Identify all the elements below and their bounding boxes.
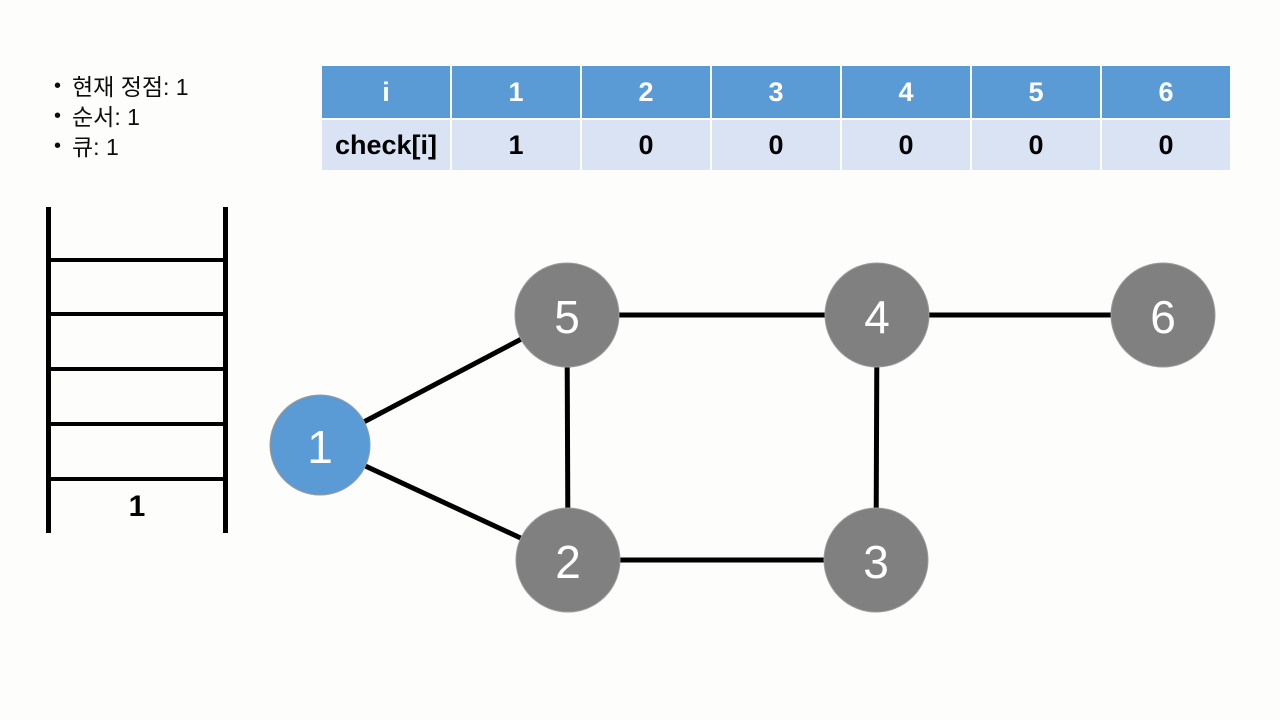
graph-node-circle-2[interactable] — [515, 507, 621, 613]
graph-node-label-2: 2 — [555, 536, 581, 588]
graph-node-circle-3[interactable] — [823, 507, 929, 613]
graph-edge-5-2 — [564, 363, 571, 512]
graph-node-1[interactable]: 1 — [269, 394, 371, 496]
status-item-current-vertex: 현재 정점: 1 — [54, 71, 189, 102]
status-list: 현재 정점: 1 순서: 1 큐: 1 — [54, 71, 189, 162]
graph-node-5[interactable]: 5 — [514, 262, 620, 368]
table-header-cell-4: 4 — [840, 64, 972, 120]
graph-node-2[interactable]: 2 — [515, 507, 621, 613]
queue-divider-3 — [46, 367, 228, 371]
graph-edge-layer — [360, 312, 1114, 563]
graph-node-circle-1[interactable] — [269, 394, 371, 496]
graph-node-label-6: 6 — [1150, 291, 1176, 343]
status-item-order: 순서: 1 — [54, 101, 189, 132]
status-item-label: 순서: 1 — [72, 104, 140, 130]
graph-node-6[interactable]: 6 — [1110, 262, 1216, 368]
graph-edge-1-2 — [361, 462, 525, 542]
graph-node-layer: 1 2 3 4 5 6 — [269, 262, 1216, 613]
queue-divider-5 — [46, 477, 228, 481]
queue-container: 1 — [46, 207, 228, 533]
status-item-queue: 큐: 1 — [54, 131, 189, 162]
graph-node-label-3: 3 — [863, 536, 889, 588]
graph-node-label-5: 5 — [554, 291, 580, 343]
graph-edge-4-3 — [873, 363, 880, 512]
graph-node-circle-6[interactable] — [1110, 262, 1216, 368]
graph-node-4[interactable]: 4 — [824, 262, 930, 368]
graph-node-circle-5[interactable] — [514, 262, 620, 368]
graph-node-label-4: 4 — [864, 291, 890, 343]
table-row: check[i] 1 0 0 0 0 0 — [320, 118, 1232, 172]
queue-divider-2 — [46, 312, 228, 316]
table-header-cell-5: 5 — [970, 64, 1102, 120]
queue-divider-1 — [46, 258, 228, 262]
table-header-cell-1: 1 — [450, 64, 582, 120]
check-value-6: 0 — [1100, 118, 1232, 172]
status-item-label: 큐: 1 — [72, 134, 119, 160]
graph-node-label-1: 1 — [307, 421, 333, 473]
check-value-1: 1 — [450, 118, 582, 172]
check-value-5: 0 — [970, 118, 1102, 172]
table-header-cell-2: 2 — [580, 64, 712, 120]
check-value-2: 0 — [580, 118, 712, 172]
status-item-label: 현재 정점: 1 — [72, 74, 189, 100]
check-array-table: i 1 2 3 4 5 6 check[i] 1 0 0 0 0 0 — [320, 64, 1232, 172]
table-header-cell-6: 6 — [1100, 64, 1232, 120]
queue-slot-5: 1 — [128, 490, 146, 523]
check-value-3: 0 — [710, 118, 842, 172]
queue-divider-4 — [46, 422, 228, 426]
check-value-4: 0 — [840, 118, 972, 172]
table-header-cell-i: i — [320, 64, 452, 120]
table-row-label: check[i] — [320, 118, 452, 172]
graph-node-3[interactable]: 3 — [823, 507, 929, 613]
table-header-row: i 1 2 3 4 5 6 — [320, 64, 1232, 120]
graph-node-circle-4[interactable] — [824, 262, 930, 368]
table-header-cell-3: 3 — [710, 64, 842, 120]
graph-edge-1-5 — [360, 335, 525, 426]
